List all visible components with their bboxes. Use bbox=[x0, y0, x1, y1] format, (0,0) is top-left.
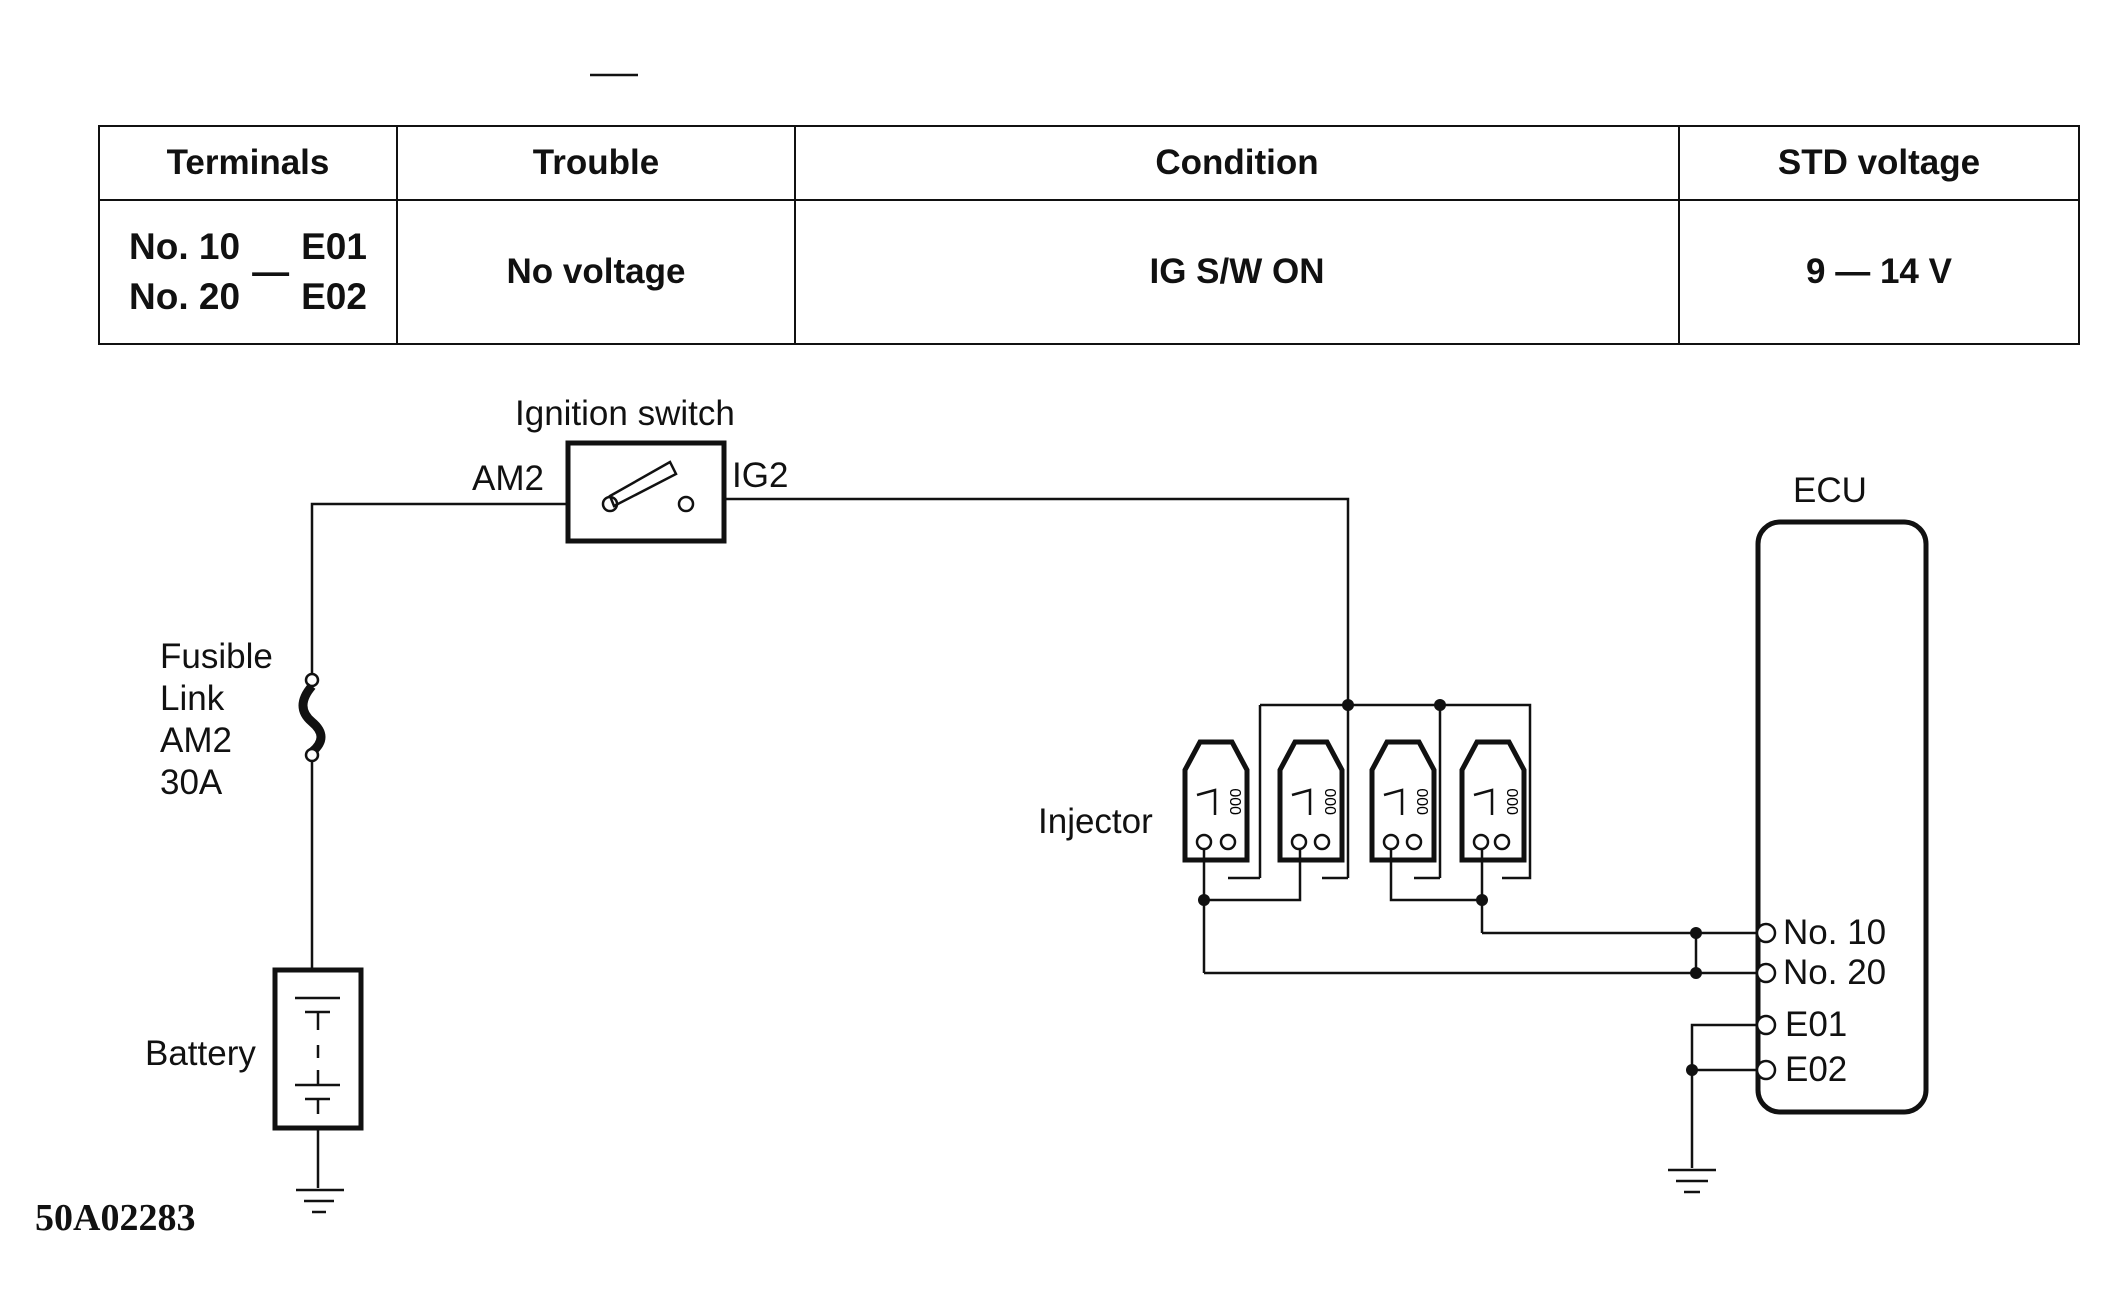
header-trouble: Trouble bbox=[396, 125, 796, 201]
fuse-label-line1: Fusible bbox=[160, 637, 273, 676]
ecu-pin-no10 bbox=[1755, 922, 1777, 944]
junction-dot-6 bbox=[1690, 967, 1702, 979]
am2-label: AM2 bbox=[472, 459, 544, 498]
injector-3: 000 bbox=[1369, 739, 1437, 863]
svg-text:000: 000 bbox=[1415, 788, 1432, 815]
switch-blade-icon bbox=[608, 460, 678, 508]
junction-dot-5 bbox=[1690, 927, 1702, 939]
ecu-pin-no20 bbox=[1755, 962, 1777, 984]
fusible-link-icon bbox=[298, 683, 326, 756]
junction-dot-3 bbox=[1198, 894, 1210, 906]
ground-symbol-battery-icon bbox=[296, 1188, 344, 1214]
terminal-no20: No. 20 bbox=[129, 276, 241, 317]
ecu-pin-label-no20: No. 20 bbox=[1783, 953, 1886, 992]
spec-table: Terminals Trouble Condition STD voltage … bbox=[98, 125, 2080, 345]
fuse-label-line4: 30A bbox=[160, 763, 223, 802]
battery-label: Battery bbox=[145, 1034, 256, 1073]
wire-ig2-to-injectors bbox=[724, 497, 1350, 705]
ecu-pin-e02 bbox=[1755, 1059, 1777, 1081]
header-terminals: Terminals bbox=[98, 125, 398, 201]
junction-dot-2 bbox=[1434, 699, 1446, 711]
table-row: No. 10 No. 20 — E01 E02 No voltage IG S/… bbox=[98, 199, 2080, 345]
cell-condition: IG S/W ON bbox=[794, 199, 1680, 345]
figure-code: 50A02283 bbox=[35, 1197, 195, 1239]
ecu-pin-e01 bbox=[1755, 1014, 1777, 1036]
svg-text:000: 000 bbox=[1228, 788, 1245, 815]
ground-symbol-ecu-icon bbox=[1668, 1168, 1716, 1194]
ecu-pin-label-e02: E02 bbox=[1785, 1050, 1847, 1089]
fuse-label-line3: AM2 bbox=[160, 721, 232, 760]
ecu-pin-label-e01: E01 bbox=[1785, 1005, 1847, 1044]
injector-3-out bbox=[1389, 849, 1484, 902]
svg-text:000: 000 bbox=[1323, 788, 1340, 815]
junction-dot-7 bbox=[1686, 1064, 1698, 1076]
terminal-no10: No. 10 bbox=[129, 226, 241, 267]
header-condition: Condition bbox=[794, 125, 1680, 201]
ig2-label: IG2 bbox=[732, 456, 788, 495]
fuse-label-line2: Link bbox=[160, 679, 225, 718]
wire-am2-to-fuse bbox=[310, 502, 568, 675]
junction-dot-4 bbox=[1476, 894, 1488, 906]
injector-2: 000 bbox=[1277, 739, 1345, 863]
injector-4: 000 bbox=[1459, 739, 1527, 863]
injector-bus-top bbox=[1260, 703, 1532, 880]
injector-1-out bbox=[1202, 849, 1302, 902]
table-header-row: Terminals Trouble Condition STD voltage bbox=[98, 125, 2080, 201]
ignition-switch-label: Ignition switch bbox=[515, 394, 735, 433]
header-std-voltage: STD voltage bbox=[1678, 125, 2080, 201]
wire-e01-ground bbox=[1690, 1023, 1757, 1070]
junction-dot-1 bbox=[1342, 699, 1354, 711]
wire-e02-ground bbox=[1690, 1068, 1757, 1168]
svg-text:000: 000 bbox=[1505, 788, 1522, 815]
ignition-switch-box bbox=[565, 440, 727, 544]
terminal-e02: E02 bbox=[301, 276, 367, 317]
ecu-box bbox=[1755, 519, 1929, 1115]
cell-trouble: No voltage bbox=[396, 199, 796, 345]
terminal-e01: E01 bbox=[301, 226, 367, 267]
ecu-label: ECU bbox=[1793, 471, 1867, 510]
fuse-terminal-bottom bbox=[304, 747, 320, 763]
terminal-dash: — bbox=[252, 251, 290, 292]
ecu-pin-label-no10: No. 10 bbox=[1783, 913, 1886, 952]
injector-1: 000 bbox=[1182, 739, 1250, 863]
injector-label: Injector bbox=[1038, 802, 1153, 841]
cell-std-voltage: 9 — 14 V bbox=[1678, 199, 2080, 345]
switch-contact-right bbox=[677, 495, 695, 513]
cell-terminals: No. 10 No. 20 — E01 E02 bbox=[98, 199, 398, 345]
